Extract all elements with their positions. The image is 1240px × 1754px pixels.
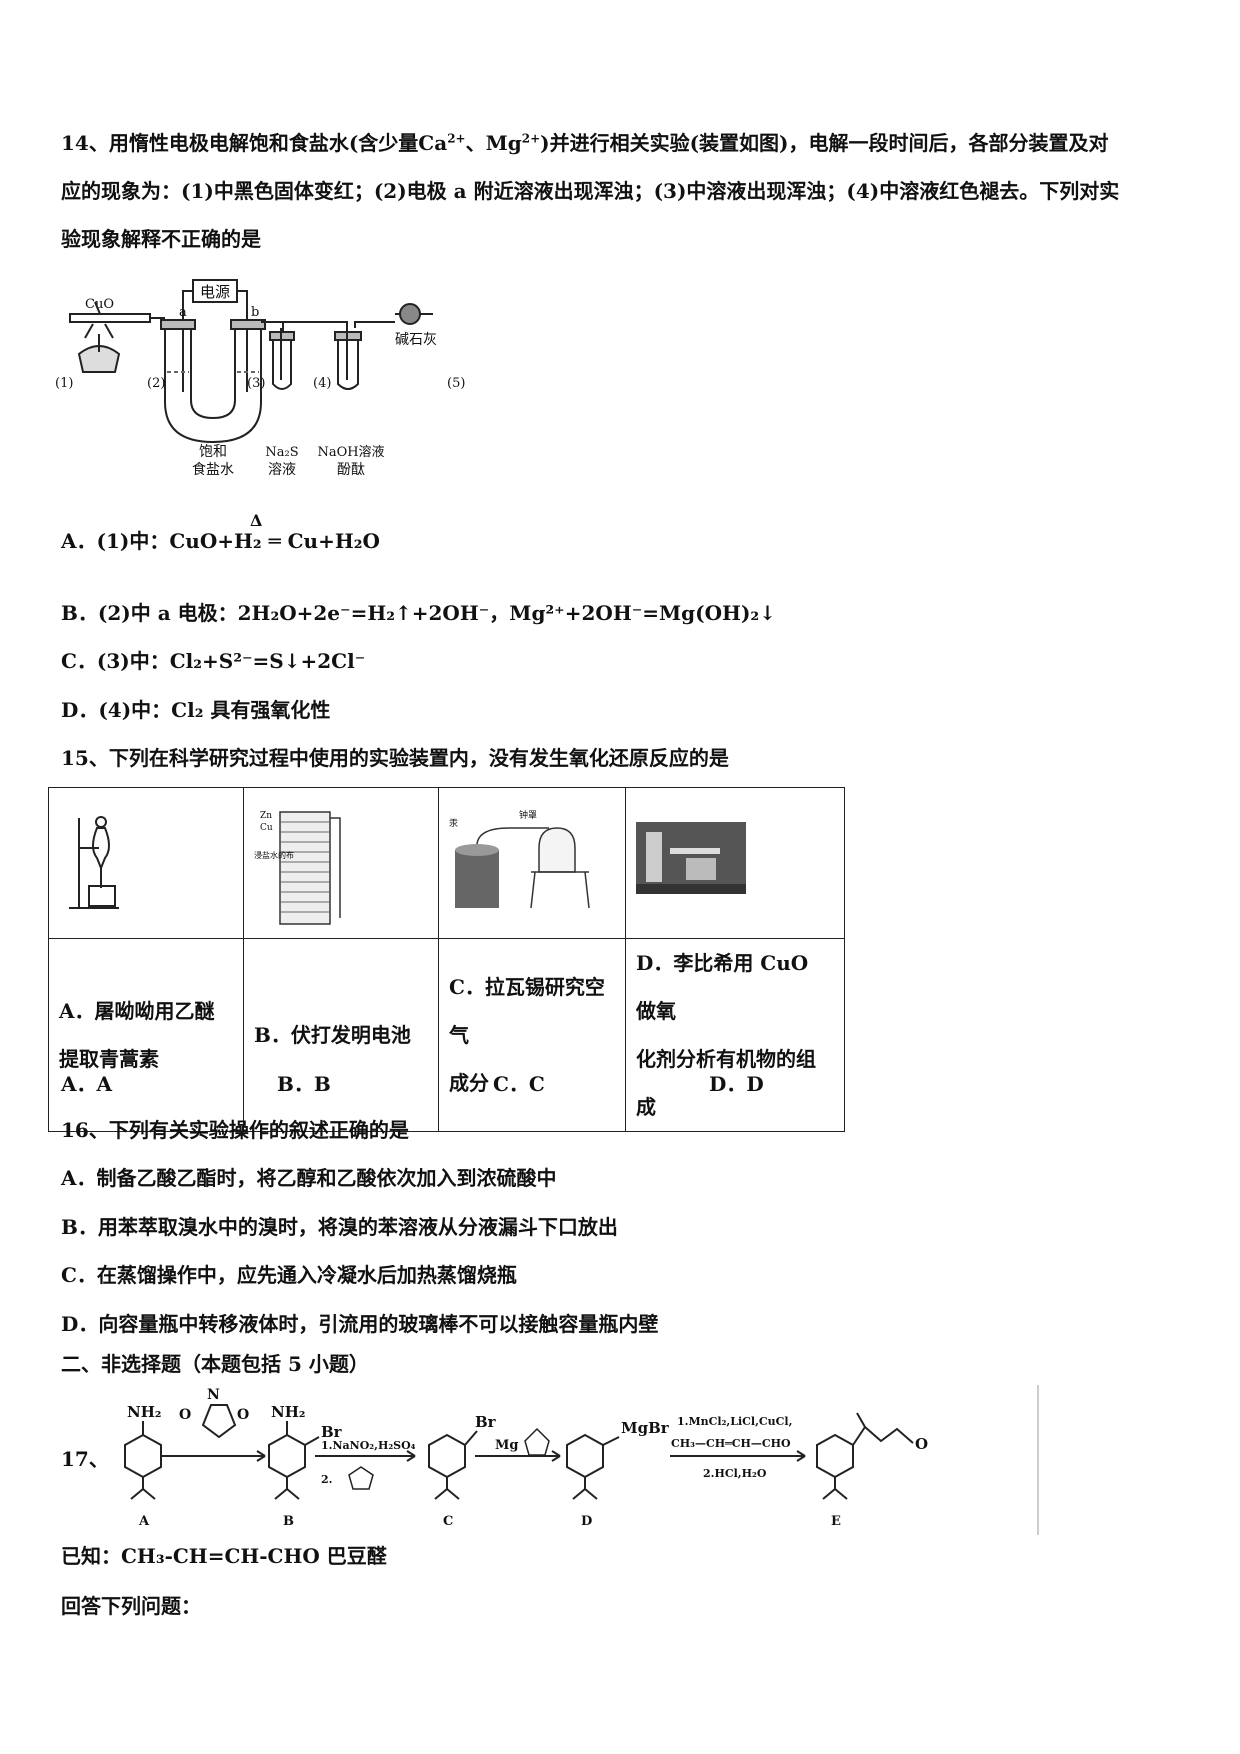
na2s-label-2: 溶液 [268, 462, 296, 478]
compound-e: O E [816, 1412, 928, 1529]
svg-text:Br: Br [321, 1423, 343, 1441]
q15-option-table: Zn Cu 浸盐水的布 汞 钟罩 [48, 787, 845, 1132]
q15-answer-a: A．A [61, 1072, 113, 1096]
svg-text:N: N [207, 1387, 220, 1403]
q15-answer-d: D．D [709, 1072, 764, 1096]
q14-stem-line1: 14、用惰性电极电解饱和食盐水(含少量Ca2+、Mg2+)并进行相关实验(装置如… [61, 131, 1109, 155]
svg-text:钟罩: 钟罩 [519, 809, 537, 821]
electrolysis-apparatus-figure: 电源 a b CuO 碱石灰 (1) (2) [55, 279, 465, 478]
svg-text:浸盐水的布: 浸盐水的布 [254, 850, 294, 860]
section-2-title: 二、非选择题（本题包括 5 小题） [61, 1352, 369, 1376]
svg-text:2.: 2. [321, 1473, 332, 1486]
q15-stem: 15、下列在科学研究过程中使用的实验装置内，没有发生氧化还原反应的是 [61, 746, 729, 770]
q17-synthesis-scheme: NH₂ A N Br O O NH₂ Br B 1.NaNO₂,H₂SO₄ 2. [124, 1385, 1039, 1535]
compound-d: MgBr D [566, 1419, 670, 1529]
q16-stem: 16、下列有关实验操作的叙述正确的是 [61, 1118, 409, 1142]
brine-label-1: 饱和 [199, 444, 227, 460]
svg-text:1.NaNO₂,H₂SO₄: 1.NaNO₂,H₂SO₄ [321, 1439, 416, 1452]
svg-text:MgBr: MgBr [621, 1419, 670, 1437]
q15-image-a [48, 787, 244, 939]
q16-optD: D．向容量瓶中转移液体时，引流用的玻璃棒不可以接触容量瓶内壁 [61, 1312, 659, 1336]
label-5: (5) [447, 376, 465, 391]
voltaic-pile-icon: Zn Cu 浸盐水的布 [254, 811, 341, 925]
svg-text:NH₂: NH₂ [271, 1403, 305, 1421]
cuo-label: CuO [85, 297, 114, 312]
known-info: 已知：CH₃-CH=CH-CHO 巴豆醛 [61, 1544, 387, 1568]
q15-cell-c: C．拉瓦锡研究空气成分 [438, 938, 626, 1132]
q14-optD: D．(4)中：Cl₂ 具有强氧化性 [61, 698, 331, 722]
compound-b: NH₂ Br B [268, 1403, 343, 1529]
q15-cell-d: D．李比希用 CuO 做氧化剂分析有机物的组成 [625, 938, 845, 1132]
electrode-a-label: a [179, 305, 187, 320]
answer-prompt: 回答下列问题： [61, 1594, 201, 1618]
q14-optA-delta: Δ [250, 511, 263, 530]
q14-stem-line3: 验现象解释不正确的是 [61, 227, 261, 251]
electrode-b-label: b [251, 305, 259, 320]
q14-optC: C．(3)中：Cl₂+S²⁻=S↓+2Cl⁻ [61, 649, 366, 673]
q16-optB: B．用苯萃取溴水中的溴时，将溴的苯溶液从分液漏斗下口放出 [61, 1215, 618, 1239]
q17-number: 17、 [61, 1447, 109, 1471]
svg-text:Cu: Cu [260, 823, 273, 833]
q14-stem-line2: 应的现象为：(1)中黑色固体变红；(2)电极 a 附近溶液出现浑浊；(3)中溶液… [61, 179, 1120, 203]
naoh-label-2: 酚酞 [337, 462, 365, 478]
compound-a: NH₂ A [124, 1403, 162, 1529]
liebig-apparatus-photo-icon [636, 822, 746, 894]
svg-text:汞: 汞 [449, 818, 458, 829]
q14-optB: B．(2)中 a 电极：2H₂O+2e⁻=H₂↑+2OH⁻，Mg²⁺+2OH⁻=… [61, 601, 776, 625]
q15-image-c: 汞 钟罩 [438, 787, 626, 939]
q16-optC: C．在蒸馏操作中，应先通入冷凝水后加热蒸馏烧瓶 [61, 1263, 517, 1287]
q15-image-b: Zn Cu 浸盐水的布 [243, 787, 439, 939]
q15-cell-b: B．伏打发明电池 [243, 938, 439, 1132]
label-1: (1) [55, 376, 73, 391]
label-2: (2) [147, 376, 165, 391]
separatory-funnel-icon [69, 816, 119, 909]
svg-text:Br: Br [191, 1385, 211, 1387]
svg-text:CH₃—CH═CH—CHO: CH₃—CH═CH—CHO [671, 1437, 791, 1450]
lavoisier-apparatus-icon: 汞 钟罩 [449, 809, 590, 909]
label-4: (4) [313, 376, 331, 391]
svg-text:1.MnCl₂,LiCl,CuCl,: 1.MnCl₂,LiCl,CuCl, [677, 1415, 792, 1428]
svg-text:O: O [915, 1435, 928, 1453]
svg-text:Mg: Mg [495, 1438, 518, 1453]
svg-text:D: D [581, 1514, 592, 1529]
svg-text:O: O [179, 1407, 191, 1423]
q14-optA: A．(1)中：CuO+H₂ ═ Cu+H₂O [61, 529, 380, 553]
svg-text:NH₂: NH₂ [127, 1403, 161, 1421]
svg-text:2.HCl,H₂O: 2.HCl,H₂O [703, 1467, 767, 1480]
brine-label-2: 食盐水 [192, 461, 234, 478]
svg-text:B: B [283, 1514, 294, 1529]
svg-text:A: A [138, 1514, 150, 1529]
svg-text:O: O [237, 1407, 249, 1423]
svg-text:Zn: Zn [260, 811, 272, 821]
q15-answer-b: B．B [277, 1072, 331, 1096]
soda-lime-label: 碱石灰 [395, 332, 437, 348]
power-label: 电源 [200, 283, 230, 301]
nbs-reagent: N Br O O [179, 1385, 249, 1439]
q15-image-d [625, 787, 845, 939]
compound-c: Br C [428, 1413, 497, 1529]
q16-optA: A．制备乙酸乙酯时，将乙醇和乙酸依次加入到浓硫酸中 [61, 1166, 557, 1190]
q15-cell-a: A．屠呦呦用乙醚提取青蒿素 [48, 938, 244, 1132]
na2s-label-1: Na₂S [265, 445, 298, 460]
q15-answer-c: C．C [493, 1072, 545, 1096]
svg-text:Br: Br [475, 1413, 497, 1431]
naoh-label-1: NaOH溶液 [317, 445, 384, 460]
svg-text:E: E [831, 1514, 841, 1529]
svg-text:C: C [443, 1514, 453, 1529]
label-3: (3) [247, 376, 265, 391]
